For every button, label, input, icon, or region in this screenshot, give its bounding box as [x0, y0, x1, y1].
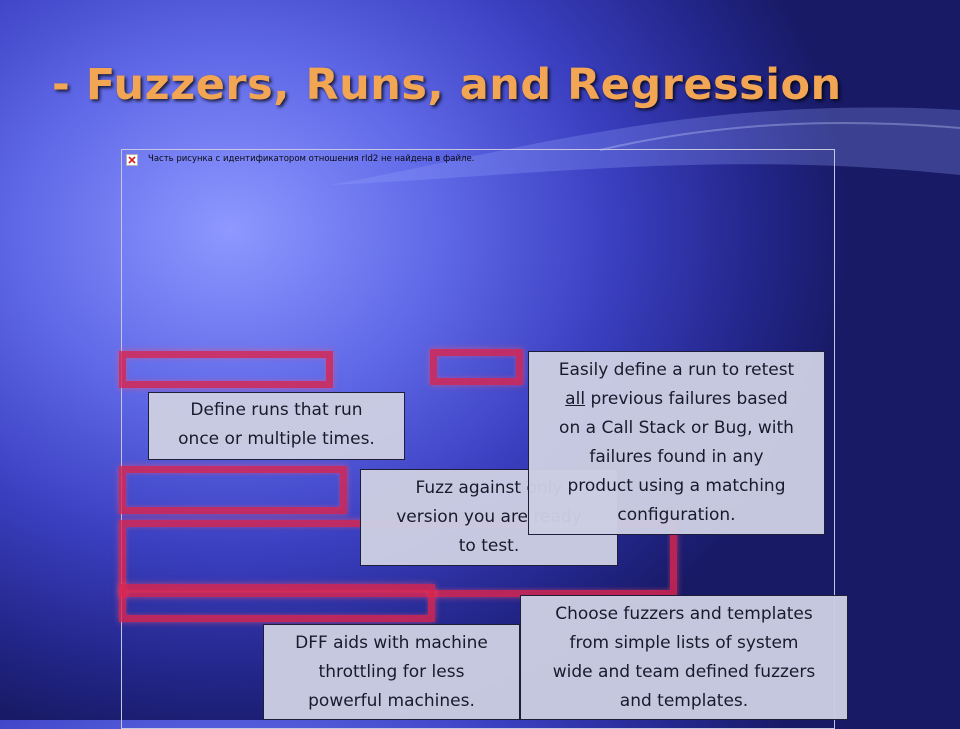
callout-machine-throttling: DFF aids with machine throttling for les…	[263, 624, 520, 720]
callout-text-line: all previous failures based	[535, 385, 818, 414]
callout-text: Choose fuzzers and templates	[555, 604, 813, 624]
callout-fuzz-version: Fuzz against only version you are ready …	[360, 469, 618, 566]
callout-text: product using a matching	[567, 476, 786, 496]
callout-text: wide and team defined fuzzers	[552, 662, 816, 682]
callout-text: powerful machines.	[308, 691, 475, 711]
highlight-throttle	[119, 584, 435, 622]
broken-image-icon	[126, 154, 138, 166]
callout-text: Easily define a run to retest	[558, 360, 795, 380]
callout-text: failures found in any	[589, 447, 764, 467]
slide-title: - Fuzzers, Runs, and Regression	[52, 60, 842, 110]
highlight-version	[430, 349, 523, 385]
highlight-runs	[119, 351, 333, 388]
callout-define-runs: Define runs that run once or multiple ti…	[148, 392, 405, 460]
callout-text: once or multiple times.	[178, 429, 375, 449]
callout-choose-fuzzers: Choose fuzzers and templates from simple…	[520, 595, 848, 720]
callout-text: DFF aids with machine	[295, 633, 488, 653]
missing-image-message: Часть рисунка с идентификатором отношени…	[148, 154, 475, 164]
callout-text: throttling for less	[318, 662, 465, 682]
callout-text: previous failures based	[585, 389, 788, 409]
callout-text: Fuzz against only	[415, 478, 563, 498]
callout-text: Define runs that run	[190, 400, 363, 420]
emphasis-text: all	[565, 389, 586, 409]
callout-text: configuration.	[617, 505, 736, 525]
callout-text: from simple lists of system	[569, 633, 799, 653]
callout-text: to test.	[458, 536, 520, 556]
callout-text: and templates.	[619, 691, 749, 711]
callout-retest-failures: Easily define a run to retest all previo…	[528, 351, 825, 535]
callout-text: on a Call Stack or Bug, with	[559, 418, 794, 438]
highlight-settings	[119, 466, 347, 514]
